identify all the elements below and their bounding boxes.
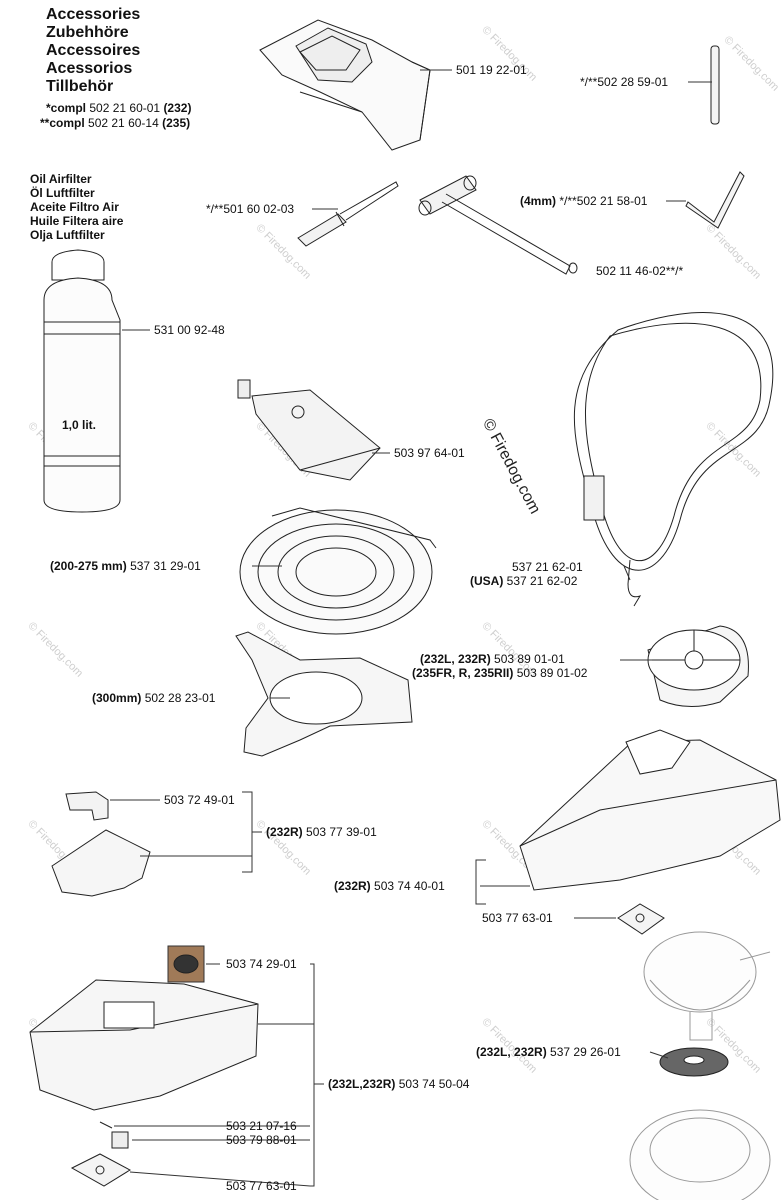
part-label-small-guard[interactable]: (232R) 503 77 39-01 <box>266 825 377 839</box>
part-label-decal[interactable]: 503 74 29-01 <box>226 957 297 971</box>
plate-right-illustration <box>618 904 664 934</box>
decal-illustration <box>168 946 204 982</box>
part-label-guard-200[interactable]: (200-275 mm) 537 31 29-01 <box>50 559 201 573</box>
header-line: Tillbehör <box>46 78 114 95</box>
part-label-grease-tube[interactable]: 503 97 64-01 <box>394 446 465 460</box>
part-label-guard-300[interactable]: (300mm) 502 28 23-01 <box>92 691 216 705</box>
hex-key-illustration <box>686 172 744 228</box>
oil-line: Oil Airfilter <box>30 172 92 186</box>
screwdriver-illustration <box>298 182 398 246</box>
trimmer-assembly-illustration <box>630 932 770 1200</box>
plate-bottom-illustration <box>72 1154 130 1186</box>
part-label-big-guard[interactable]: (232L,232R) 503 74 50-04 <box>328 1077 470 1091</box>
trimmer-head-illustration <box>648 626 748 707</box>
part-label-screwdriver[interactable]: */**501 60 02-03 <box>206 202 295 216</box>
compl-line-2: **compl 502 21 60-14 (235) <box>40 116 191 130</box>
oil-bottle-illustration <box>44 250 120 512</box>
compl-line-1: *compl 502 21 60-01 (232) <box>46 101 192 115</box>
screw-clip-illustration <box>100 1122 128 1148</box>
part-label-plate-bottom[interactable]: 503 77 63-01 <box>226 1179 297 1193</box>
part-label-shoulder-strap[interactable]: 537 21 62-01 <box>512 560 583 574</box>
shoulder-strap-illustration <box>574 313 772 606</box>
oil-line: Aceite Filtro Air <box>30 200 119 214</box>
guard-200-illustration <box>240 508 436 634</box>
part-label-clip[interactable]: 503 79 88-01 <box>226 1133 297 1147</box>
bracket-illustration <box>66 792 108 820</box>
rod-illustration <box>711 46 719 124</box>
small-guard-illustration <box>52 830 150 896</box>
grease-tube-illustration <box>238 380 380 480</box>
harness-illustration <box>260 20 430 150</box>
part-label-long-guard[interactable]: (232R) 503 74 40-01 <box>334 879 445 893</box>
leader-lines <box>110 70 712 1186</box>
part-label-oil-bottle[interactable]: 531 00 92-48 <box>154 323 225 337</box>
part-label-shoulder-strap-usa[interactable]: (USA) 537 21 62-02 <box>470 574 578 588</box>
part-label-rod[interactable]: */**502 28 59-01 <box>580 75 669 89</box>
guard-300-illustration <box>236 632 412 756</box>
header-line: Accessories <box>46 6 141 23</box>
part-label-trimmer-head[interactable]: (232L, 232R) 503 89 01-01 <box>420 652 565 666</box>
big-guard-illustration <box>30 980 258 1110</box>
oil-line: Olja Luftfilter <box>30 228 105 242</box>
part-label-washer[interactable]: (232L, 232R) 537 29 26-01 <box>476 1045 621 1059</box>
part-label-plate-right[interactable]: 503 77 63-01 <box>482 911 553 925</box>
bottle-volume-label: 1,0 lit. <box>62 418 97 432</box>
long-guard-illustration <box>520 730 780 890</box>
header-line: Acessorios <box>46 60 133 77</box>
part-label-screw[interactable]: 503 21 07-16 <box>226 1119 297 1133</box>
header-line: Zubehhöre <box>46 24 129 41</box>
part-label-harness[interactable]: 501 19 22-01 <box>456 63 527 77</box>
t-wrench-illustration <box>419 176 577 274</box>
part-label-hex-key[interactable]: (4mm) */**502 21 58-01 <box>520 194 648 208</box>
header-line: Accessoires <box>46 42 141 59</box>
oil-line: Huile Filtera aire <box>30 214 124 228</box>
oil-line: Öl Luftfilter <box>30 186 95 200</box>
part-label-trimmer-head-235[interactable]: (235FR, R, 235RII) 503 89 01-02 <box>412 666 588 680</box>
washer-illustration <box>660 1048 728 1076</box>
part-label-t-wrench[interactable]: 502 11 46-02**/* <box>596 264 684 278</box>
part-label-bracket[interactable]: 503 72 49-01 <box>164 793 235 807</box>
